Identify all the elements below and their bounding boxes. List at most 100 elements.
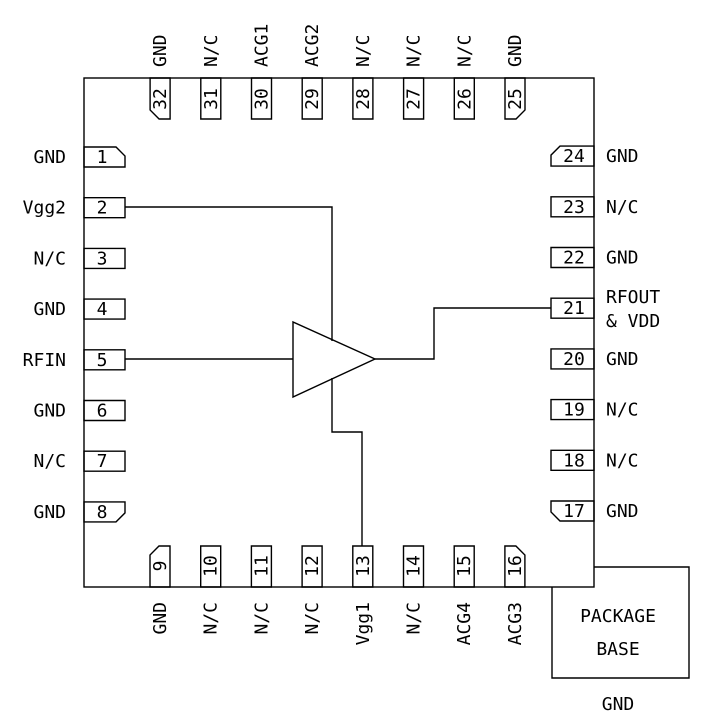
pin-21: 21 RFOUT & VDD (550, 287, 660, 332)
pin-label: N/C (404, 34, 425, 67)
pin-number: 27 (404, 88, 425, 110)
wire-vgg2 (125, 206, 333, 341)
pin-label: GND (505, 34, 526, 67)
pin-label: N/C (404, 602, 425, 635)
pin-number: 7 (97, 451, 108, 472)
pin-label: N/C (33, 248, 66, 269)
pin-label: N/C (606, 400, 639, 421)
pin-box (550, 246, 595, 269)
wire-vgg1 (331, 378, 363, 546)
pin-number: 10 (201, 555, 222, 577)
pin-box (402, 545, 425, 588)
pin-number: 16 (505, 555, 526, 577)
pin-box (149, 77, 171, 120)
pin-number: 3 (97, 248, 108, 269)
pin-label-line2: & VDD (606, 311, 660, 332)
pin-number: 15 (454, 555, 475, 577)
pin-label: N/C (606, 450, 639, 471)
pins-bottom: 9GND10N/C11N/C12N/C13Vgg114N/C15ACG416AC… (149, 545, 526, 645)
package-base-ground-label: GND (602, 694, 635, 715)
pin-number: 29 (302, 88, 323, 110)
pin-box (550, 348, 595, 370)
package-base-connector (551, 566, 690, 679)
pin-box (550, 449, 595, 471)
pin-box (250, 77, 273, 120)
package-body (83, 77, 595, 588)
pin-11: 11N/C (250, 545, 273, 635)
pin-label: N/C (201, 34, 222, 67)
pin-label: ACG2 (302, 24, 323, 67)
pin-label: RFOUT (606, 287, 660, 308)
pin-box (83, 298, 126, 320)
package-base-label-line2: BASE (596, 639, 639, 660)
pin-box (301, 77, 323, 120)
pin-28: 28N/C (352, 34, 374, 120)
package-base-label-line1: PACKAGE (580, 606, 656, 627)
pin-label: GND (606, 248, 639, 269)
pin-box (550, 500, 595, 522)
pin-box (250, 545, 273, 588)
pin-number: 28 (353, 88, 374, 110)
amplifier-symbol (292, 320, 377, 399)
pin-3: 3 N/C (33, 247, 126, 270)
pin-box (83, 349, 126, 371)
pin-box (83, 501, 126, 523)
pin-box (200, 545, 222, 588)
pin-label: GND (606, 349, 639, 370)
pin-label: N/C (302, 602, 323, 635)
pin-12: 12N/C (301, 545, 323, 635)
pin-box (402, 77, 425, 120)
pin-number: 30 (252, 88, 273, 110)
pin-10: 10N/C (200, 545, 222, 635)
pin-number: 21 (563, 298, 585, 319)
pin-number: 4 (97, 299, 108, 320)
pin-label: N/C (201, 602, 222, 635)
pin-29: 29 ACG2 (301, 24, 323, 120)
pin-box (453, 77, 475, 120)
pin-number: 18 (563, 450, 585, 471)
pin-label: Vgg1 (353, 602, 374, 645)
pin-number: 31 (201, 88, 222, 110)
pin-label: ACG1 (252, 24, 273, 67)
pin-label: Vgg2 (23, 198, 66, 219)
pin-26: 26N/C (453, 34, 475, 120)
pin-number: 32 (150, 88, 171, 110)
pin-number: 6 (97, 401, 108, 422)
pin-number: 12 (302, 555, 323, 577)
pin-number: 19 (563, 400, 585, 421)
pin-box (83, 399, 126, 422)
pin-number: 14 (404, 555, 425, 577)
pin-box (352, 77, 374, 120)
pin-box (83, 247, 126, 270)
pin-number: 22 (563, 248, 585, 269)
pin-7: 7N/C (33, 450, 126, 472)
pin-label: GND (606, 501, 639, 522)
pin-box (550, 398, 595, 421)
pin-number: 9 (150, 561, 171, 572)
pin-label: ACG4 (454, 602, 475, 645)
pin-label: N/C (251, 602, 272, 635)
pin-label: GND (33, 502, 66, 523)
pin-6: 6 GND (33, 399, 126, 422)
pin-label: GND (33, 401, 66, 422)
pin-number: 5 (97, 350, 108, 371)
pin-box (453, 545, 475, 588)
pin-30: 30 ACG1 (250, 24, 273, 120)
pin-box (149, 545, 171, 588)
pin-number: 1 (97, 147, 108, 168)
pin-label: GND (150, 602, 171, 635)
pin-18: 18 N/C (550, 449, 639, 471)
